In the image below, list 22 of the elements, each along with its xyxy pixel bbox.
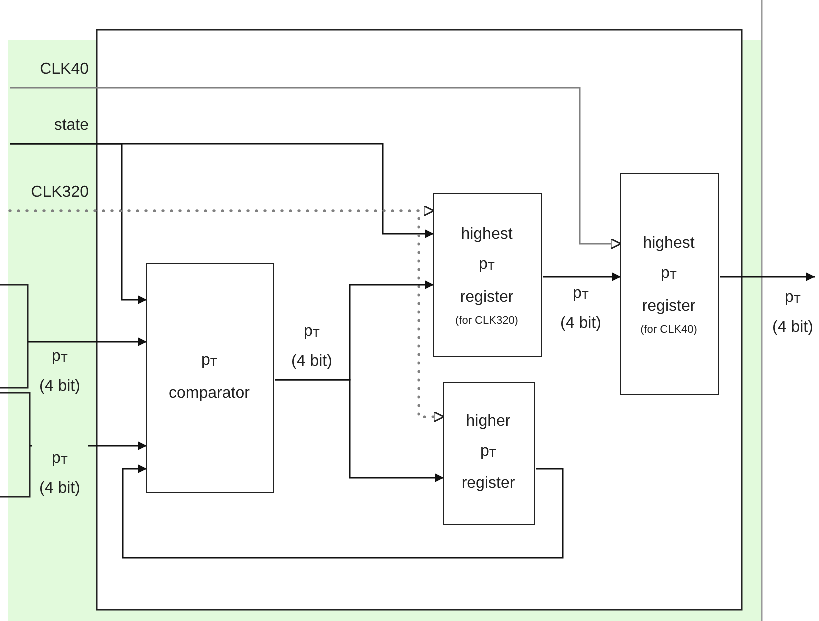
register-box	[620, 172, 718, 394]
signal-label: state	[54, 111, 89, 141]
node-label: (for CLK40)	[640, 322, 698, 338]
node-label: highest p$_{T}$ register	[459, 225, 515, 308]
comparator-box	[146, 262, 274, 492]
node-label: higher p$_{T}$ register	[460, 412, 516, 494]
signal-arrow	[28, 338, 147, 346]
node-label: highest p$_{T}$ register	[641, 234, 697, 317]
signal-label: CLK40	[40, 55, 89, 85]
signal-arrow	[10, 143, 434, 238]
signal-arrow	[720, 272, 815, 282]
clock-line	[10, 87, 622, 250]
node-label: (for CLK320)	[456, 314, 518, 329]
register-box	[442, 382, 534, 524]
register-box	[432, 192, 542, 356]
node-label: p$_{T}$ comparator	[168, 351, 251, 404]
signal-arrow	[275, 379, 444, 482]
signal-arrow	[543, 272, 621, 282]
partial-box	[0, 284, 29, 389]
signal-arrow	[122, 464, 564, 559]
signal-label: CLK320	[31, 178, 89, 208]
partial-box	[0, 392, 31, 498]
